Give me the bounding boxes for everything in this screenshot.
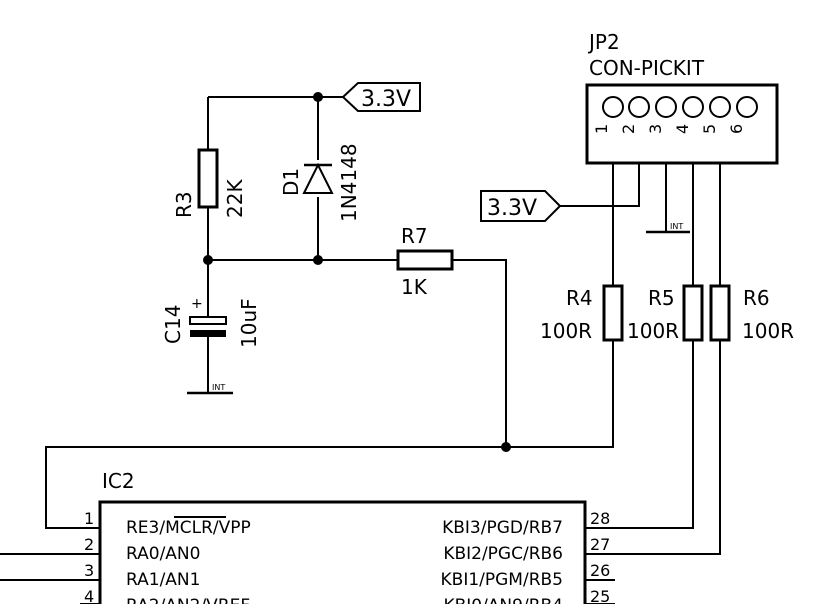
connector-value: CON-PICKIT — [589, 56, 705, 80]
ic-pin-number: 26 — [590, 561, 610, 580]
connector-pin-2 — [628, 96, 650, 118]
connector-pin-label: 1 — [592, 124, 611, 134]
power-flag-shape — [341, 82, 421, 112]
ic-pin-name: RA1/AN1 — [126, 570, 200, 590]
capacitor-polarity: + — [191, 296, 203, 312]
ground-label: INT — [670, 222, 683, 231]
resistor-ref: R5 — [648, 286, 675, 310]
ground-connector: INT — [646, 222, 690, 234]
ic-body — [98, 500, 587, 604]
junction-dot — [501, 442, 511, 452]
connector-pin-3 — [655, 96, 677, 118]
resistor-body — [396, 249, 454, 271]
ic-pin-name: RA0/AN0 — [126, 544, 200, 564]
resistor-body — [682, 284, 704, 342]
power-flag-label: 3.3V — [487, 196, 537, 221]
ground-label: INT — [212, 383, 225, 392]
connector-pin-4 — [682, 96, 704, 118]
resistor-ref: R4 — [566, 286, 593, 310]
resistor-r5: R5 100R — [627, 284, 704, 343]
connector-pin-1 — [602, 96, 624, 118]
ic-pin-number: 2 — [84, 535, 94, 554]
diode-value: 1N4148 — [337, 143, 361, 222]
connector-pin-label: 2 — [619, 124, 638, 134]
resistor-value: 1K — [401, 275, 428, 299]
resistor-r7: R7 1K — [396, 224, 454, 299]
diode-triangle — [302, 162, 334, 194]
connector-pin-label: 3 — [646, 124, 665, 134]
power-flag-top: 3.3V — [341, 82, 421, 112]
resistor-r3: R3 22K — [172, 148, 247, 218]
capacitor-c14: + C14 10uF — [161, 260, 261, 348]
power-flag-connector: 3.3V — [480, 190, 562, 222]
ic-pin-name: KBI0/AN9/RB4 — [443, 596, 563, 604]
ic-pin-name: KBI1/PGM/RB5 — [441, 570, 563, 590]
capacitor-ref: C14 — [161, 305, 185, 344]
ic-ref: IC2 — [102, 469, 135, 493]
resistor-value: 22K — [223, 179, 247, 218]
resistor-body — [197, 148, 219, 209]
capacitor-value: 10uF — [237, 298, 261, 348]
connector-pin-label: 4 — [673, 124, 692, 134]
ic-pin-number: 25 — [590, 587, 610, 604]
resistor-body — [709, 284, 731, 342]
power-flag-shape — [480, 190, 562, 222]
connector-pin-6 — [736, 96, 758, 118]
ic-pin-number: 1 — [84, 509, 94, 528]
resistor-ref: R3 — [172, 191, 196, 218]
ic-pin-name: RA2/AN2/VREF- — [126, 596, 256, 604]
resistor-value: 100R — [742, 319, 794, 343]
connector-pin-label: 5 — [700, 124, 719, 134]
connector-jp2: JP2 CON-PICKIT 1 2 3 4 5 6 — [585, 30, 779, 165]
diode-d1: D1 1N4148 — [279, 143, 361, 222]
ic-pin-number: 28 — [590, 509, 610, 528]
resistor-value: 100R — [627, 319, 679, 343]
ic-ic2: IC2 1 2 3 4 RE3/MCLR/VPP RA0/AN0 RA1/AN1… — [84, 469, 610, 604]
junction-dot — [313, 255, 323, 265]
connector-pin-label: 6 — [727, 124, 746, 134]
resistor-ref: R7 — [401, 224, 428, 248]
wires — [0, 96, 721, 604]
resistor-body — [602, 284, 624, 342]
ic-pin-name: KBI2/PGC/RB6 — [443, 544, 563, 564]
connector-ref: JP2 — [587, 30, 620, 54]
capacitor-plate-negative — [190, 330, 226, 337]
resistor-r4: R4 100R — [540, 284, 624, 343]
ic-pin-name: RE3/MCLR/VPP — [126, 518, 251, 538]
ic-pin-number: 3 — [84, 561, 94, 580]
ground-cap: INT — [187, 383, 233, 395]
ic-pin-number: 4 — [84, 587, 94, 604]
resistor-r6: R6 100R — [709, 284, 794, 343]
capacitor-plate-positive — [189, 316, 227, 325]
diode-ref: D1 — [279, 168, 303, 196]
ic-pin-name: KBI3/PGD/RB7 — [442, 518, 563, 538]
power-flag-label: 3.3V — [361, 87, 411, 112]
junction-dot — [313, 92, 323, 102]
resistor-ref: R6 — [743, 286, 770, 310]
connector-pin-5 — [709, 96, 731, 118]
resistor-value: 100R — [540, 319, 592, 343]
connector-body — [585, 83, 779, 165]
ic-pin-number: 27 — [590, 535, 610, 554]
